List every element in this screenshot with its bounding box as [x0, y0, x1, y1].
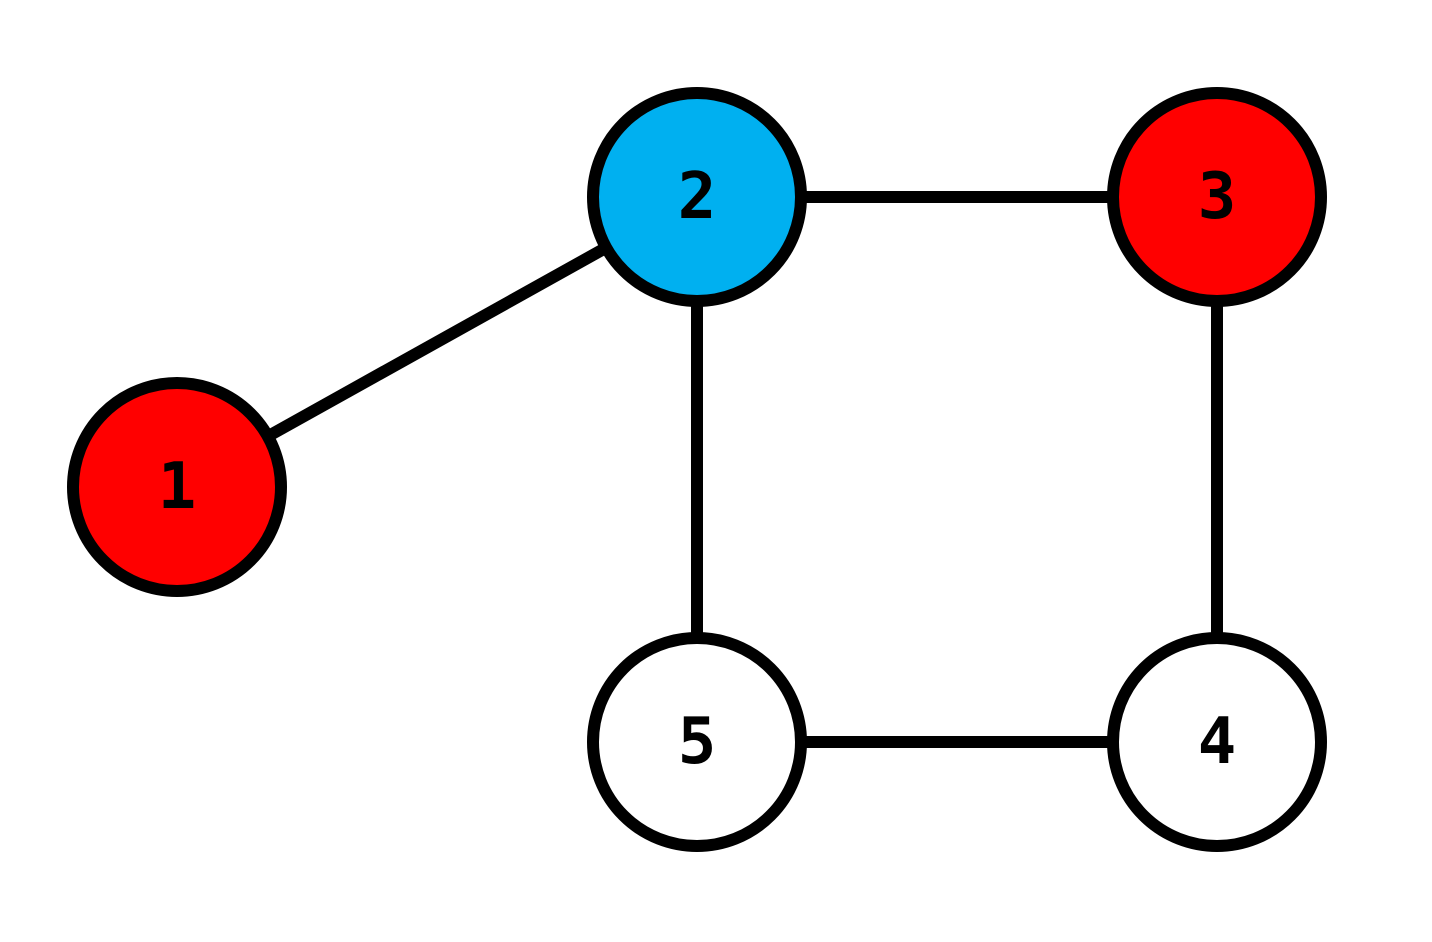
- node-2-label: 2: [678, 160, 717, 234]
- node-4-circle: [1107, 632, 1327, 852]
- node-5-label: 5: [678, 705, 717, 779]
- node-2: 2: [587, 87, 807, 307]
- nodes-layer: 1 2 3 4 5: [67, 87, 1327, 852]
- node-3: 3: [1107, 87, 1327, 307]
- node-2-circle: [587, 87, 807, 307]
- node-1-label: 1: [158, 450, 197, 524]
- node-1-circle: [67, 377, 287, 597]
- node-3-circle: [1107, 87, 1327, 307]
- node-1: 1: [67, 377, 287, 597]
- node-4-label: 4: [1198, 705, 1237, 779]
- node-5-circle: [587, 632, 807, 852]
- node-5: 5: [587, 632, 807, 852]
- node-4: 4: [1107, 632, 1327, 852]
- node-3-label: 3: [1198, 160, 1237, 234]
